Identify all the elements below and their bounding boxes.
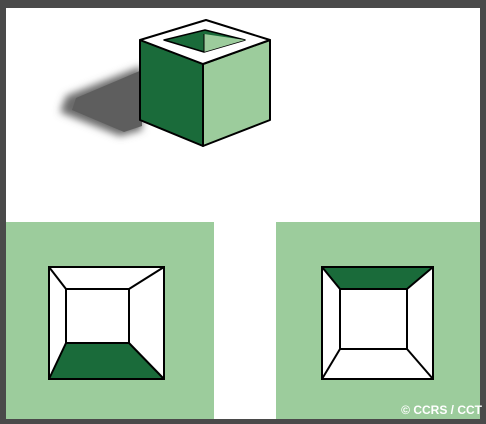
right-inner-square [340,289,407,349]
left-inner-square [66,289,129,343]
right-tile [276,222,480,419]
left-tile [6,222,214,419]
copyright-credit: © CCRS / CCT [401,403,482,417]
